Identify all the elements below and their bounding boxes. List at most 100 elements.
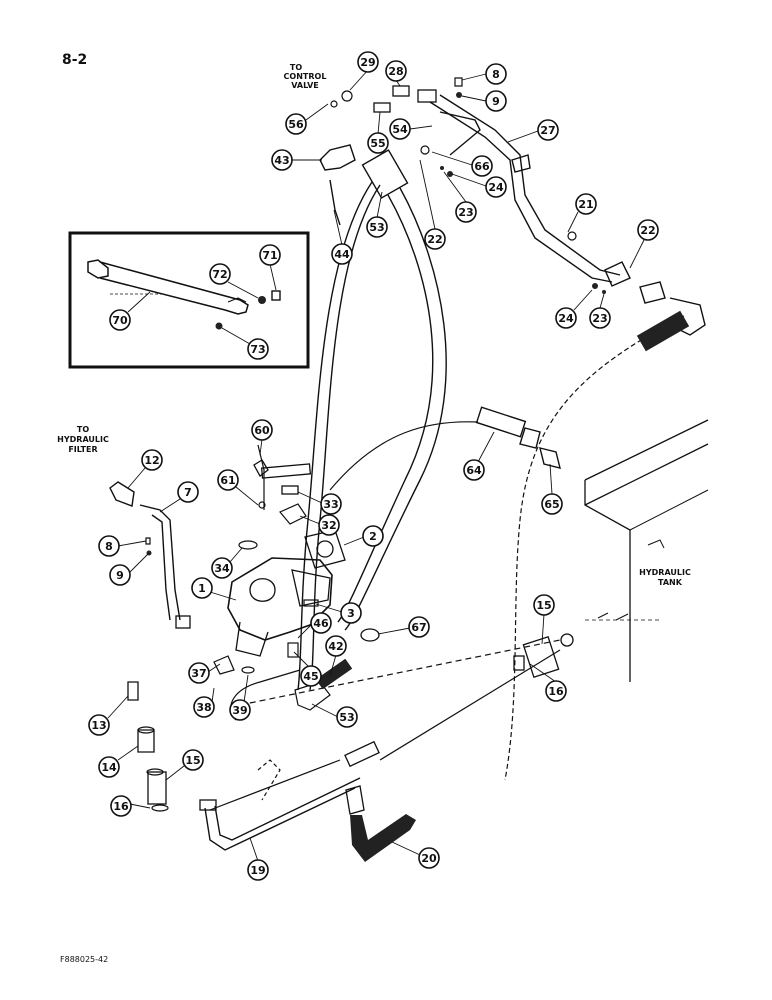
svg-text:45: 45 <box>303 670 318 683</box>
svg-text:3: 3 <box>347 607 355 620</box>
middle-fittings <box>253 406 561 495</box>
callout-45: 45 <box>293 651 322 687</box>
svg-text:71: 71 <box>262 249 277 262</box>
svg-text:2: 2 <box>369 530 377 543</box>
svg-text:HYDRAULIC: HYDRAULIC <box>639 568 691 577</box>
callout-22-right: 22 <box>629 219 659 269</box>
svg-text:1: 1 <box>198 582 206 595</box>
callout-67: 67 <box>377 616 430 638</box>
figure-code: F888025-42 <box>60 955 108 964</box>
callout-28: 28 <box>385 60 407 87</box>
svg-text:FILTER: FILTER <box>68 445 97 454</box>
callout-34: 34 <box>211 547 243 579</box>
callout-27: 27 <box>507 119 559 143</box>
svg-text:39: 39 <box>232 704 247 717</box>
svg-text:9: 9 <box>116 569 124 582</box>
callout-61: 61 <box>217 469 259 506</box>
svg-text:38: 38 <box>196 701 211 714</box>
svg-text:23: 23 <box>458 206 473 219</box>
svg-text:TANK: TANK <box>658 578 683 587</box>
svg-text:22: 22 <box>640 224 655 237</box>
svg-text:8: 8 <box>492 68 500 81</box>
svg-text:TO: TO <box>77 425 89 434</box>
label-hydraulic-filter: TO HYDRAULIC FILTER <box>57 425 109 454</box>
svg-text:19: 19 <box>250 864 265 877</box>
svg-text:28: 28 <box>388 65 403 78</box>
svg-text:HYDRAULIC: HYDRAULIC <box>57 435 109 444</box>
callout-3: 3 <box>315 602 362 624</box>
callout-8-left: 8 <box>98 535 147 557</box>
callout-43: 43 <box>271 149 322 171</box>
callout-38: 38 <box>193 687 215 718</box>
callout-37: 37 <box>188 662 221 684</box>
callout-15-left: 15 <box>165 749 204 781</box>
callout-23-right: 23 <box>589 293 611 329</box>
svg-text:VALVE: VALVE <box>291 81 319 90</box>
hose-lines <box>209 181 685 811</box>
callout-33: 33 <box>297 491 342 515</box>
svg-text:46: 46 <box>313 617 329 630</box>
callout-42: 42 <box>325 635 347 677</box>
callout-9-left: 9 <box>109 553 149 586</box>
svg-text:33: 33 <box>323 498 338 511</box>
svg-text:61: 61 <box>220 474 235 487</box>
callout-21: 21 <box>567 193 597 233</box>
hydraulic-tank <box>584 419 709 682</box>
svg-text:37: 37 <box>191 667 206 680</box>
label-hydraulic-tank: HYDRAULIC TANK <box>639 568 691 587</box>
callout-73: 73 <box>221 327 269 360</box>
callout-53-bottom: 53 <box>311 703 358 728</box>
svg-text:54: 54 <box>392 123 408 136</box>
svg-text:12: 12 <box>144 454 159 467</box>
inset-box <box>68 231 310 369</box>
svg-text:20: 20 <box>421 852 437 865</box>
callout-16-right: 16 <box>529 663 567 702</box>
callout-2: 2 <box>343 525 384 547</box>
svg-text:16: 16 <box>113 800 129 813</box>
svg-text:29: 29 <box>360 56 375 69</box>
svg-text:42: 42 <box>328 640 343 653</box>
svg-text:TO: TO <box>290 63 302 72</box>
svg-text:73: 73 <box>250 343 265 356</box>
svg-text:27: 27 <box>540 124 555 137</box>
callout-12: 12 <box>127 449 163 489</box>
callout-15-right: 15 <box>533 594 555 645</box>
callout-39: 39 <box>229 674 251 721</box>
svg-text:43: 43 <box>274 154 289 167</box>
callout-29: 29 <box>349 51 379 91</box>
svg-text:53: 53 <box>339 711 354 724</box>
svg-text:16: 16 <box>548 685 564 698</box>
page-number: 8-2 <box>62 52 87 68</box>
svg-text:67: 67 <box>411 621 426 634</box>
callout-8-top: 8 <box>461 63 507 85</box>
callout-16-left: 16 <box>110 795 151 817</box>
callout-65: 65 <box>541 463 563 515</box>
callout-7: 7 <box>159 481 199 513</box>
callout-60: 60 <box>251 419 273 456</box>
svg-text:24: 24 <box>558 312 574 325</box>
svg-text:60: 60 <box>254 424 270 437</box>
callout-19: 19 <box>247 837 269 881</box>
callout-56: 56 <box>285 103 329 135</box>
callout-23-top: 23 <box>443 171 477 223</box>
callout-64: 64 <box>463 431 495 481</box>
svg-text:13: 13 <box>91 719 106 732</box>
callout-55: 55 <box>367 111 389 154</box>
svg-text:CONTROL: CONTROL <box>284 72 327 81</box>
callout-14: 14 <box>98 745 139 778</box>
upper-fittings <box>319 77 706 352</box>
svg-text:9: 9 <box>492 95 500 108</box>
callout-44: 44 <box>331 209 353 265</box>
svg-text:70: 70 <box>112 314 128 327</box>
callout-54: 54 <box>389 118 433 140</box>
svg-text:15: 15 <box>185 754 200 767</box>
callout-72: 72 <box>209 263 259 299</box>
callout-46: 46 <box>297 612 332 639</box>
svg-text:44: 44 <box>334 248 350 261</box>
svg-text:21: 21 <box>578 198 593 211</box>
callout-24-right: 24 <box>555 289 593 329</box>
svg-text:24: 24 <box>488 181 504 194</box>
callout-53-top: 53 <box>366 191 388 238</box>
svg-text:72: 72 <box>212 268 227 281</box>
callout-70: 70 <box>109 291 151 331</box>
